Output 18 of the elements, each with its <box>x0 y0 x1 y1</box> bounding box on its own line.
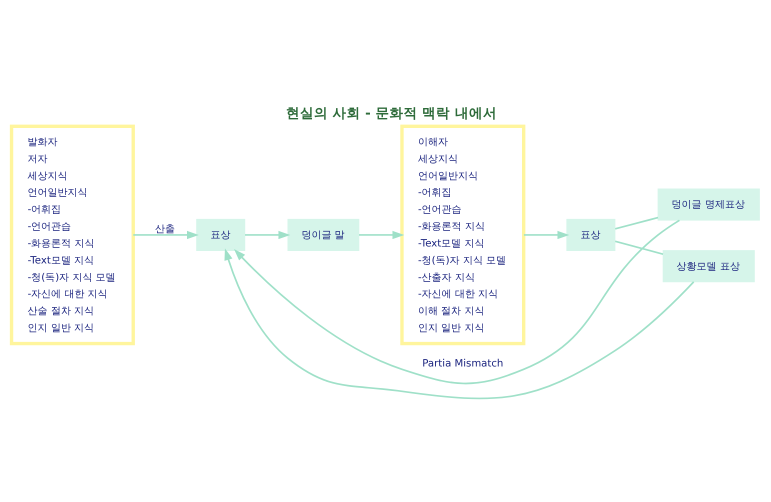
arrow <box>524 230 570 239</box>
arrow <box>244 230 290 239</box>
node-box: 표상 <box>196 218 246 250</box>
edge-label: Partia Mismatch <box>422 358 504 369</box>
node-box: 상황모델 표상 <box>662 250 755 282</box>
connector <box>615 216 658 230</box>
arrow <box>224 248 694 399</box>
node-box: 덩이글 말 <box>287 218 360 250</box>
arrow <box>359 230 404 239</box>
node-box: 표상 <box>566 218 616 250</box>
arrow <box>133 230 199 239</box>
node-box: 발화자 저자 세상지식 언어일반지식 -어휘집 -언어관습 -화용론적 지식 -Text모델 지식 -청(독)자 지식 모델 -자신에 대한 지식 산술 절차 지식 인지 일반 지식 <box>10 124 135 345</box>
edge-label: 산출 <box>154 224 175 235</box>
node-box: 덩이글 명제표상 <box>658 188 760 220</box>
node-box: 이해자 세상지식 언어일반지식 -어휘집 -언어관습 -화용론적 지식 -Text모델 지식 -청(독)자 지식 모델 -산출자 지식 -자신에 대한 지식 이해 절차 지식 인지 일반 지식 <box>400 124 526 345</box>
arrow <box>234 219 680 384</box>
diagram-title: 현실의 사회 - 문화적 맥락 내에서 <box>286 105 497 122</box>
connector <box>615 240 664 254</box>
